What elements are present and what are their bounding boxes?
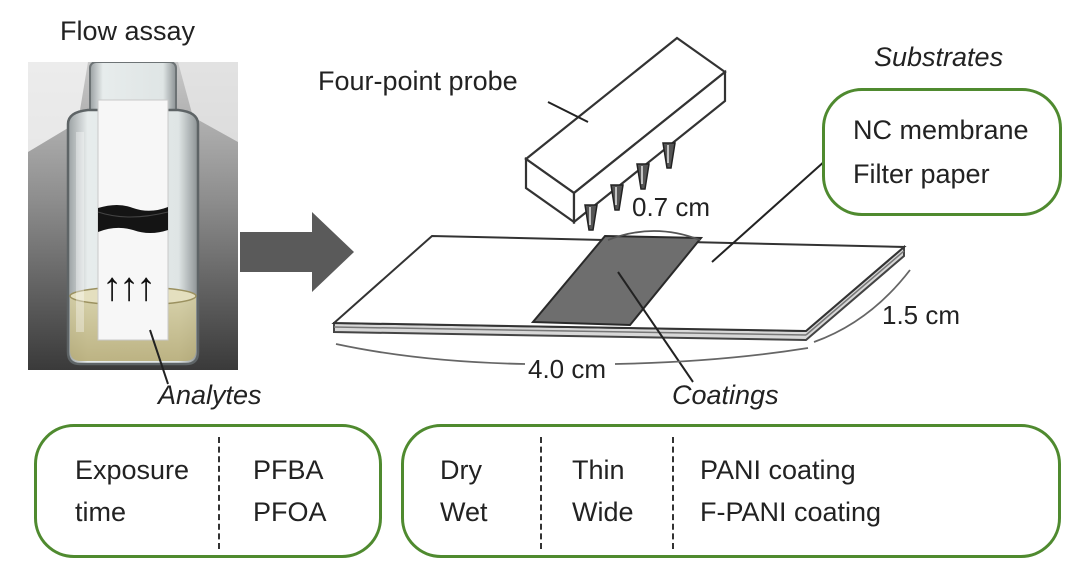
condition-item: Wet (440, 497, 488, 527)
coatings-leader-line (617, 271, 694, 383)
side-dimension-brace (813, 269, 911, 343)
thickness-item: Thin (572, 455, 625, 485)
column-divider (672, 437, 674, 549)
substrate-item: NC membrane (853, 115, 1029, 145)
coatings-label: Coatings (672, 380, 779, 410)
vial-photo-illustration (28, 62, 238, 370)
condition-item: Dry (440, 455, 482, 485)
substrate-item: Filter paper (853, 159, 990, 189)
analyte-item: PFOA (253, 497, 327, 527)
four-point-probe-icon (524, 36, 727, 231)
strip-length-label: 4.0 cm (528, 354, 607, 384)
width-label: 0.7 cm (632, 192, 711, 222)
side-length-label: 1.5 cm (882, 300, 961, 330)
substrate-leader-line (711, 159, 827, 263)
coating-region (530, 234, 704, 327)
analytes-label: Analytes (158, 380, 262, 410)
probe-label: Four-point probe (318, 66, 518, 96)
flow-assay-title: Flow assay (60, 16, 196, 46)
probe-leader-line (547, 101, 589, 123)
flow-direction-arrows: ↑↑↑ (102, 265, 156, 309)
coating-type-item: PANI coating (700, 455, 856, 485)
analyte-item: PFBA (253, 455, 324, 485)
column-divider (540, 437, 542, 549)
column-divider (218, 437, 220, 549)
width-dimension-bracket (607, 230, 701, 241)
substrates-box: NC membrane Filter paper (822, 88, 1062, 216)
analytes-leader-line (149, 329, 169, 385)
coatings-parameters-box: Dry Wet Thin Wide PANI coating F-PANI co… (401, 424, 1061, 558)
length-dimension-brace (335, 343, 809, 365)
analytes-parameters-box: Exposure time PFBA PFOA (34, 424, 382, 558)
process-arrow-icon (240, 212, 354, 292)
exposure-time-label-line1: Exposure (75, 455, 190, 485)
thickness-item: Wide (572, 497, 634, 527)
coating-type-item: F-PANI coating (700, 497, 882, 527)
flow-assay-photo: ↑↑↑ (28, 62, 238, 370)
exposure-time-label-line2: time (75, 497, 127, 527)
substrates-title: Substrates (874, 42, 1004, 72)
